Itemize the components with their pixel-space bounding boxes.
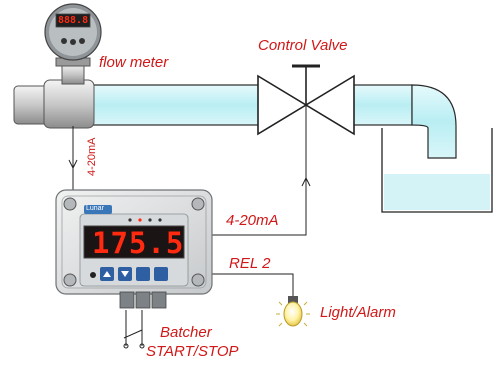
flow-meter-body	[13, 57, 95, 129]
main-pipe	[91, 84, 457, 159]
sensor-display-value: 888.8	[58, 15, 89, 26]
control-valve	[257, 64, 355, 136]
flow-sensor-head	[44, 3, 102, 61]
brand-label: Lunar	[86, 205, 104, 212]
relay-label: REL 2	[229, 255, 271, 272]
flow-meter-label: flow meter	[99, 54, 169, 71]
signal-out-label: 4-20mA	[226, 212, 279, 229]
signal-in-label: 4-20mA	[86, 137, 98, 176]
start-stop-label: START/STOP	[146, 343, 239, 360]
light-bulb-icon	[276, 296, 310, 327]
controller-display-value: 175.5	[92, 226, 185, 260]
batcher-switch	[123, 310, 145, 349]
light-alarm-label: Light/Alarm	[320, 304, 396, 321]
controller-unit	[55, 189, 213, 309]
tank	[381, 128, 493, 213]
relay-line	[210, 273, 294, 296]
signal-line-meter	[68, 126, 78, 194]
signal-line-valve	[210, 106, 311, 236]
control-valve-label: Control Valve	[258, 37, 348, 54]
batcher-label: Batcher	[160, 324, 212, 341]
